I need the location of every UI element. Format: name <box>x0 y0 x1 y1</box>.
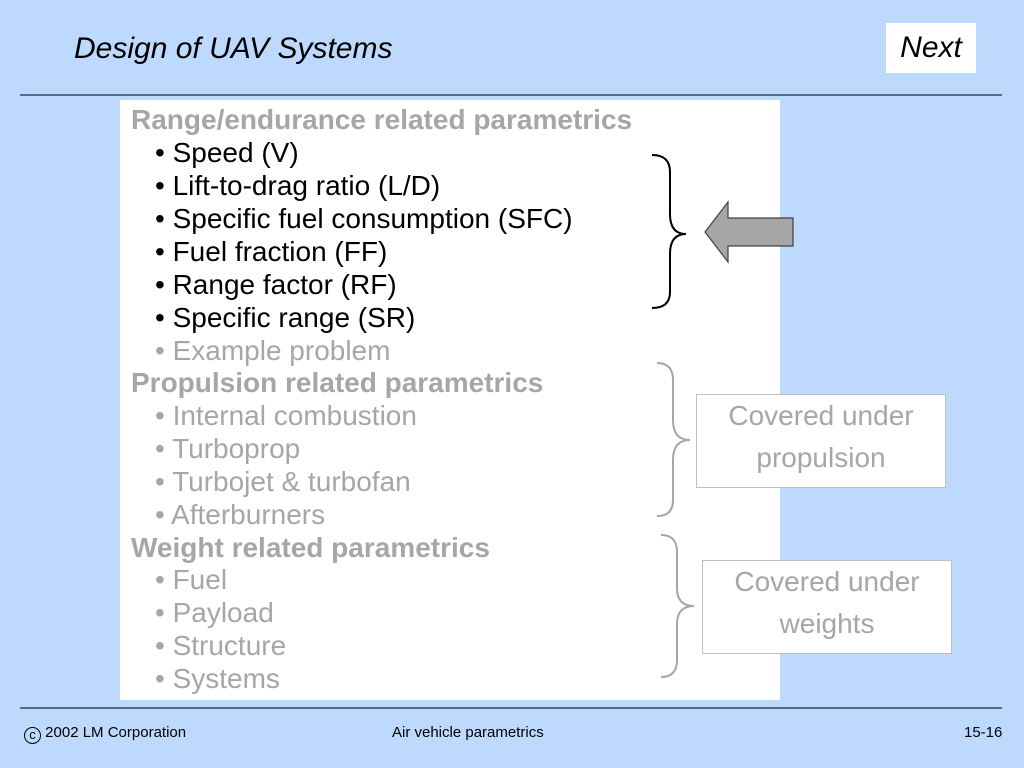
footer-center: Air vehicle parametrics <box>392 724 544 741</box>
list-item: • Specific range (SR) <box>155 302 416 333</box>
section-heading-range: Range/endurance related parametrics <box>131 104 633 135</box>
list-item: • Internal combustion <box>155 400 417 431</box>
copyright-text: 2002 LM Corporation <box>45 724 187 741</box>
list-item: • Turboprop <box>155 433 301 464</box>
list-item: • Fuel fraction (FF) <box>155 236 388 267</box>
header-divider <box>20 94 1002 96</box>
list-item: • Lift-to-drag ratio (L/D) <box>155 170 441 201</box>
copyright-icon: c <box>24 727 41 744</box>
list-item: • Systems <box>155 663 280 694</box>
list-item: • Structure <box>155 630 287 661</box>
list-item: • Afterburners <box>155 499 326 530</box>
section-heading-weight: Weight related parametrics <box>131 532 490 563</box>
curly-brace-icon <box>651 154 687 309</box>
callout-line: weights <box>779 608 875 639</box>
next-button[interactable]: Next <box>886 23 976 73</box>
list-item: • Payload <box>155 597 274 628</box>
page-number: 15-16 <box>964 724 1003 741</box>
callout-weights: Covered under weights <box>702 560 952 654</box>
section-heading-propulsion: Propulsion related parametrics <box>131 367 544 398</box>
slide-title: Design of UAV Systems <box>74 32 393 65</box>
list-item: • Specific fuel consumption (SFC) <box>155 203 573 234</box>
left-arrow-icon <box>704 200 794 264</box>
curly-brace-icon <box>660 534 695 678</box>
callout-line: Covered under <box>734 566 920 597</box>
callout-line: propulsion <box>756 442 886 473</box>
list-item: • Fuel <box>155 564 228 595</box>
list-item: • Speed (V) <box>155 137 299 168</box>
footer-copyright: c 2002 LM Corporation <box>24 724 186 744</box>
list-item: • Turbojet & turbofan <box>155 466 411 497</box>
list-item: • Range factor (RF) <box>155 269 397 300</box>
curly-brace-icon <box>656 362 691 517</box>
list-item: • Example problem <box>155 335 391 366</box>
callout-line: Covered under <box>728 400 914 431</box>
footer-divider <box>20 707 1002 709</box>
callout-propulsion: Covered under propulsion <box>696 394 946 488</box>
